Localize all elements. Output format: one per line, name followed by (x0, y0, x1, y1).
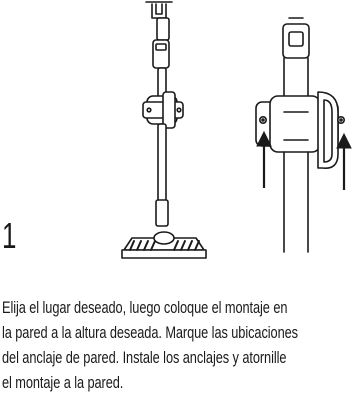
mounting-illustration (121, 1, 352, 259)
instruction-line: del anclaje de pared. Instale los anclaj… (2, 349, 287, 367)
instruction-line: Elija el lugar deseado, luego coloque el… (2, 299, 288, 317)
wall-mount-detail-figure (255, 17, 345, 253)
step-instruction: Elija el lugar deseado, luego coloque el… (2, 296, 364, 396)
vacuum-on-wall-mount-figure (121, 1, 207, 259)
arrow-up-icon (336, 132, 352, 190)
instruction-line: la pared a la altura deseada. Marque las… (2, 324, 298, 342)
instruction-line: el montaje a la pared. (2, 374, 124, 392)
step-number: 1 (2, 215, 17, 256)
arrow-up-icon (256, 130, 272, 188)
